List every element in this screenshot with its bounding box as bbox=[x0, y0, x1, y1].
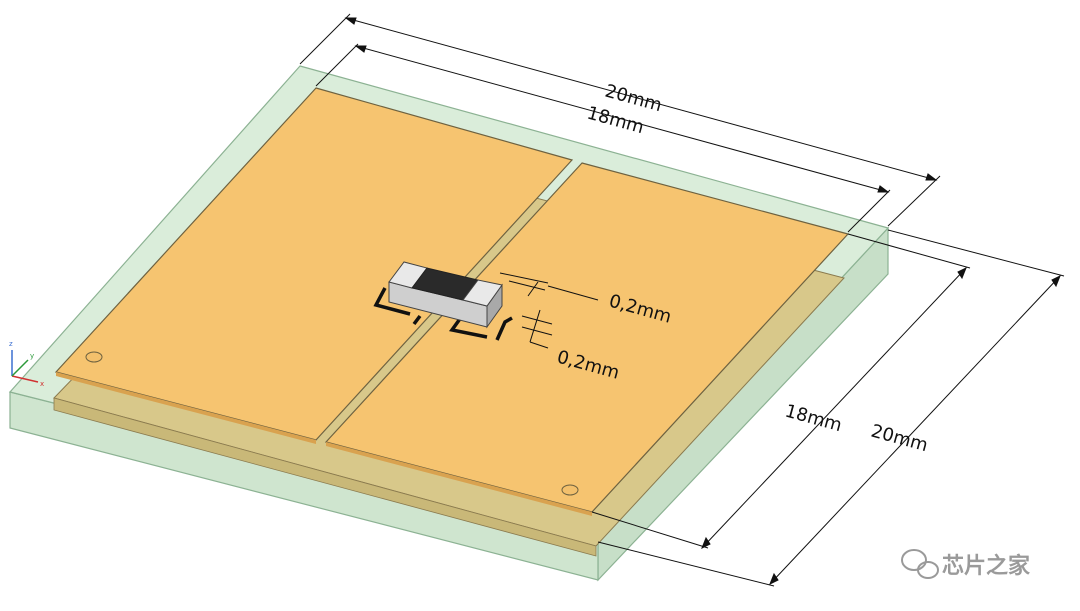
pad-outlines bbox=[373, 287, 513, 341]
dimension-lines bbox=[299, 13, 1065, 587]
axis-x-label: x bbox=[40, 380, 44, 388]
dim-conductor-depth: 18mm bbox=[783, 401, 844, 437]
axis-triad: z y x bbox=[9, 340, 44, 388]
wechat-icon bbox=[901, 549, 939, 579]
axis-y-label: y bbox=[30, 352, 34, 360]
copper-plate-left bbox=[54, 87, 574, 444]
watermark: 芯片之家 bbox=[901, 549, 1031, 579]
dim-substrate-depth: 20mm bbox=[869, 421, 930, 457]
watermark-text: 芯片之家 bbox=[942, 553, 1031, 579]
via-right bbox=[561, 484, 579, 496]
smd-resistor bbox=[388, 261, 503, 329]
via-left bbox=[85, 351, 103, 363]
axis-z-label: z bbox=[9, 340, 13, 348]
